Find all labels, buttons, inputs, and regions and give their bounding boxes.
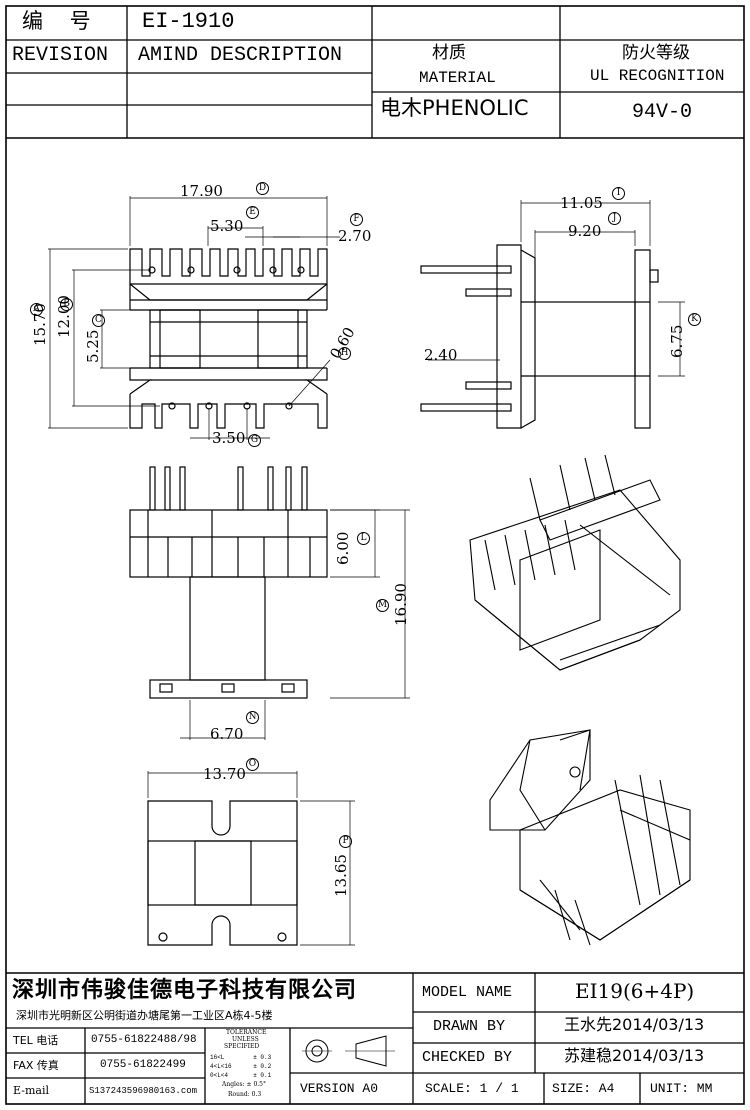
dim-c-value: 5.25: [84, 329, 102, 363]
model-name-label: MODEL NAME: [422, 984, 513, 1001]
isometric-view-lower: [489, 729, 691, 946]
dim-k-letter: K: [688, 313, 701, 326]
tolerance-row-5: Round: 0.3: [228, 1091, 262, 1098]
front-view-drawing: [129, 466, 328, 699]
ul-en-label: UL RECOGNITION: [590, 67, 725, 85]
dim-l-value: 6.00: [334, 531, 352, 565]
fax-label: FAX 传真: [13, 1059, 59, 1072]
dim-c-letter: C: [92, 314, 105, 327]
checked-by-label: CHECKED BY: [422, 1049, 513, 1066]
dim-e-value: 5.30: [210, 217, 244, 235]
side-view-drawing: [420, 244, 659, 429]
fax-value: 0755-61822499: [100, 1059, 186, 1071]
model-name-value: EI19(6+4P): [575, 979, 695, 1003]
dim-g-letter: G: [248, 434, 261, 447]
tolerance-specified: SPECIFIED: [224, 1043, 260, 1050]
dim-d-value: 17.90: [180, 182, 223, 200]
dim-o-value: 13.70: [203, 765, 246, 783]
company-name: 深圳市伟骏佳德电子科技有限公司: [12, 978, 358, 1003]
dim-b-letter: B: [60, 298, 73, 311]
dim-n-value: 6.70: [210, 725, 244, 743]
dim-pin-offset-value: 2.40: [424, 346, 458, 364]
dim-l-letter: L: [357, 532, 370, 545]
scale-label: SCALE: 1 / 1: [425, 1081, 519, 1096]
tolerance-title: TOLERANCE: [226, 1029, 267, 1036]
ul-value: 94V-0: [632, 101, 693, 124]
dim-m-letter: M: [376, 599, 389, 612]
dim-k-value: 6.75: [668, 324, 686, 358]
code-label: 编 号: [22, 9, 101, 33]
material-en-label: MATERIAL: [419, 69, 496, 87]
dim-p-value: 13.65: [332, 854, 350, 897]
size-label: SIZE: A4: [552, 1081, 615, 1096]
revision-label: REVISION: [12, 44, 109, 67]
bottom-view-drawing: [147, 800, 298, 946]
dim-d-letter: D: [256, 182, 269, 195]
tel-label: TEL 电话: [13, 1034, 59, 1047]
dim-n-letter: N: [246, 711, 259, 724]
checked-by-value: 苏建稳2014/03/13: [564, 1046, 705, 1065]
isometric-view-upper: [469, 454, 681, 671]
ul-cn-label: 防火等级: [622, 43, 690, 63]
dim-j-value: 9.20: [568, 222, 602, 240]
dim-f-letter: F: [350, 213, 363, 226]
dim-o-letter: O: [246, 758, 259, 771]
material-value: 电木PHENOLIC: [380, 96, 529, 120]
company-address: 深圳市光明新区公明街道办塘尾第一工业区A栋4-5楼: [16, 1009, 273, 1022]
drawn-by-label: DRAWN BY: [433, 1018, 506, 1035]
dim-i-letter: I: [612, 187, 625, 200]
dim-f-value: 2.70: [338, 227, 372, 245]
unit-label: UNIT: MM: [650, 1081, 713, 1096]
amind-description-label: AMIND DESCRIPTION: [138, 44, 343, 67]
dim-j-letter: J: [608, 212, 621, 225]
dim-i-value: 11.05: [560, 194, 603, 212]
tolerance-row-1: 16<L ± 0.3: [210, 1054, 272, 1061]
tolerance-row-2: 4<L<16 ± 0.2: [210, 1063, 272, 1070]
tolerance-unless: UNLESS: [232, 1036, 259, 1043]
dim-a-letter: A: [30, 303, 43, 316]
dim-e-letter: E: [246, 206, 259, 219]
part-number: EI-1910: [142, 9, 235, 34]
tolerance-row-3: 0<L<4 ± 0.1: [210, 1072, 272, 1079]
tolerance-row-4: Angles: ± 0.5°: [222, 1081, 266, 1088]
dim-g-value: 3.50: [212, 429, 246, 447]
version-label: VERSION A0: [300, 1081, 379, 1096]
dim-p-letter: P: [339, 835, 352, 848]
email-label: E-mail: [13, 1084, 49, 1097]
top-view-drawing: [129, 248, 328, 429]
email-value: S137243596980163.com: [89, 1086, 198, 1096]
drawn-by-value: 王水先2014/03/13: [564, 1015, 705, 1034]
dim-h-letter: H: [338, 347, 351, 360]
dim-m-value: 16.90: [392, 583, 410, 626]
tel-value: 0755-61822488/98: [91, 1034, 197, 1046]
material-cn-label: 材质: [432, 43, 466, 63]
